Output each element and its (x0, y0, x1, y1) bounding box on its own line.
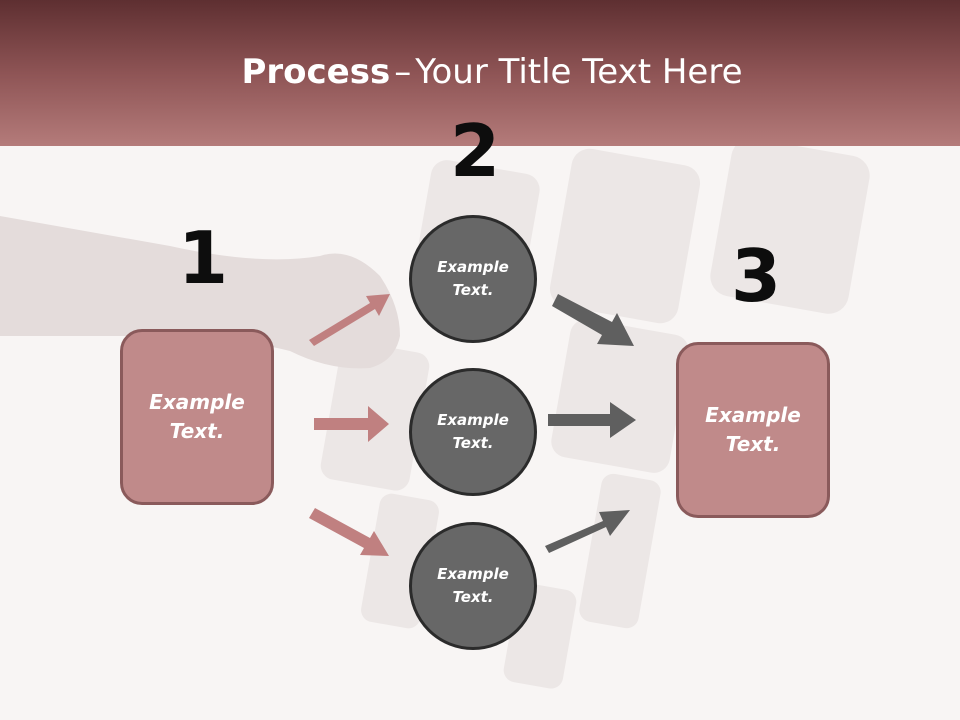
step2-circle-top-text: Example Text. (437, 258, 509, 299)
step3-text: Example Text. (705, 403, 801, 456)
step2-circle-middle: Example Text. (409, 368, 537, 496)
step3-box: Example Text. (676, 342, 830, 518)
header-band (0, 0, 960, 146)
step2-circle-middle-text: Example Text. (437, 411, 509, 452)
step-number-3: 3 (731, 234, 782, 318)
step1-box: Example Text. (120, 329, 274, 505)
step2-circle-bottom-text: Example Text. (437, 565, 509, 606)
step-number-2: 2 (450, 109, 501, 193)
title-bold: Process (241, 52, 391, 92)
step1-text: Example Text. (149, 390, 245, 443)
title-dash: – (394, 52, 412, 92)
slide-title: Process–Your Title Text Here (0, 52, 960, 92)
step2-circle-bottom: Example Text. (409, 522, 537, 650)
title-rest: Your Title Text Here (415, 52, 743, 92)
step2-circle-top: Example Text. (409, 215, 537, 343)
step-number-1: 1 (178, 216, 229, 300)
